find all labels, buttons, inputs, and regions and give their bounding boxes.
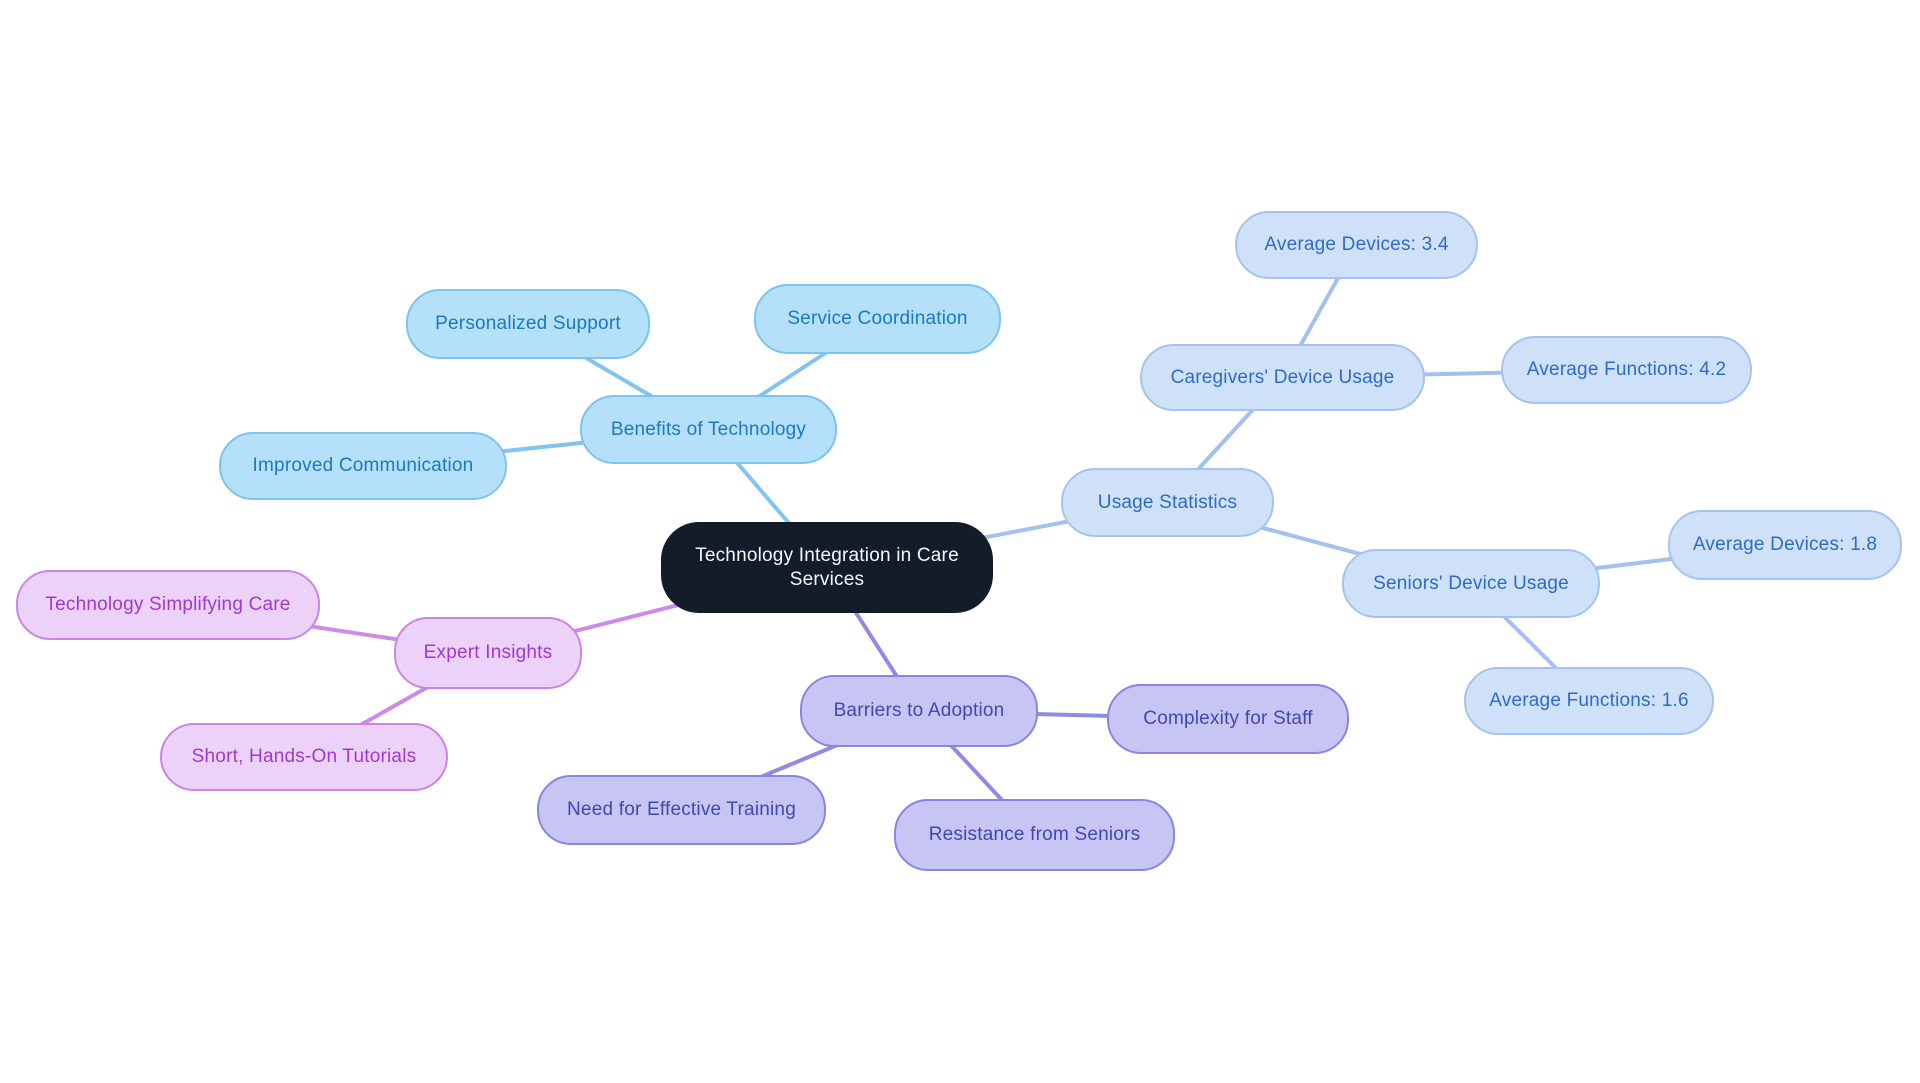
- node-expert[interactable]: Expert Insights: [394, 617, 582, 689]
- node-training[interactable]: Need for Effective Training: [537, 775, 826, 845]
- node-label-improved: Improved Communication: [252, 455, 474, 477]
- node-complexity[interactable]: Complexity for Staff: [1107, 684, 1349, 754]
- node-label-avgfun16: Average Functions: 1.6: [1489, 690, 1689, 712]
- node-avgdev18[interactable]: Average Devices: 1.8: [1668, 510, 1902, 580]
- node-label-personalized: Personalized Support: [435, 313, 621, 335]
- node-label-resistance: Resistance from Seniors: [928, 824, 1141, 846]
- node-tutorials[interactable]: Short, Hands-On Tutorials: [160, 723, 448, 791]
- node-label-complexity: Complexity for Staff: [1143, 708, 1313, 730]
- node-benefits[interactable]: Benefits of Technology: [580, 395, 837, 464]
- node-seniors[interactable]: Seniors' Device Usage: [1342, 549, 1600, 618]
- node-label-expert: Expert Insights: [423, 642, 553, 664]
- node-usage[interactable]: Usage Statistics: [1061, 468, 1274, 537]
- node-root[interactable]: Technology Integration in Care Services: [661, 522, 993, 613]
- node-label-tutorials: Short, Hands-On Tutorials: [191, 746, 417, 768]
- node-label-caregivers: Caregivers' Device Usage: [1170, 366, 1395, 388]
- node-label-avgdev34: Average Devices: 3.4: [1264, 234, 1449, 256]
- node-avgdev34[interactable]: Average Devices: 3.4: [1235, 211, 1478, 279]
- node-barriers[interactable]: Barriers to Adoption: [800, 675, 1038, 747]
- node-label-service: Service Coordination: [787, 308, 968, 330]
- node-caregivers[interactable]: Caregivers' Device Usage: [1140, 344, 1425, 411]
- node-label-barriers: Barriers to Adoption: [833, 700, 1005, 722]
- node-label-avgdev18: Average Devices: 1.8: [1692, 534, 1878, 556]
- node-label-simplifying: Technology Simplifying Care: [45, 594, 291, 616]
- node-resistance[interactable]: Resistance from Seniors: [894, 799, 1175, 871]
- node-label-usage: Usage Statistics: [1097, 491, 1238, 513]
- node-label-benefits: Benefits of Technology: [610, 418, 807, 440]
- node-label-seniors: Seniors' Device Usage: [1373, 572, 1569, 594]
- node-avgfun16[interactable]: Average Functions: 1.6: [1464, 667, 1714, 735]
- node-label-avgfun42: Average Functions: 4.2: [1526, 359, 1727, 381]
- node-service[interactable]: Service Coordination: [754, 284, 1001, 354]
- node-label-root: Technology Integration in Care Services: [695, 544, 959, 590]
- node-simplifying[interactable]: Technology Simplifying Care: [16, 570, 320, 640]
- node-avgfun42[interactable]: Average Functions: 4.2: [1501, 336, 1752, 404]
- node-personalized[interactable]: Personalized Support: [406, 289, 650, 359]
- node-label-training: Need for Effective Training: [567, 799, 796, 821]
- node-improved[interactable]: Improved Communication: [219, 432, 507, 500]
